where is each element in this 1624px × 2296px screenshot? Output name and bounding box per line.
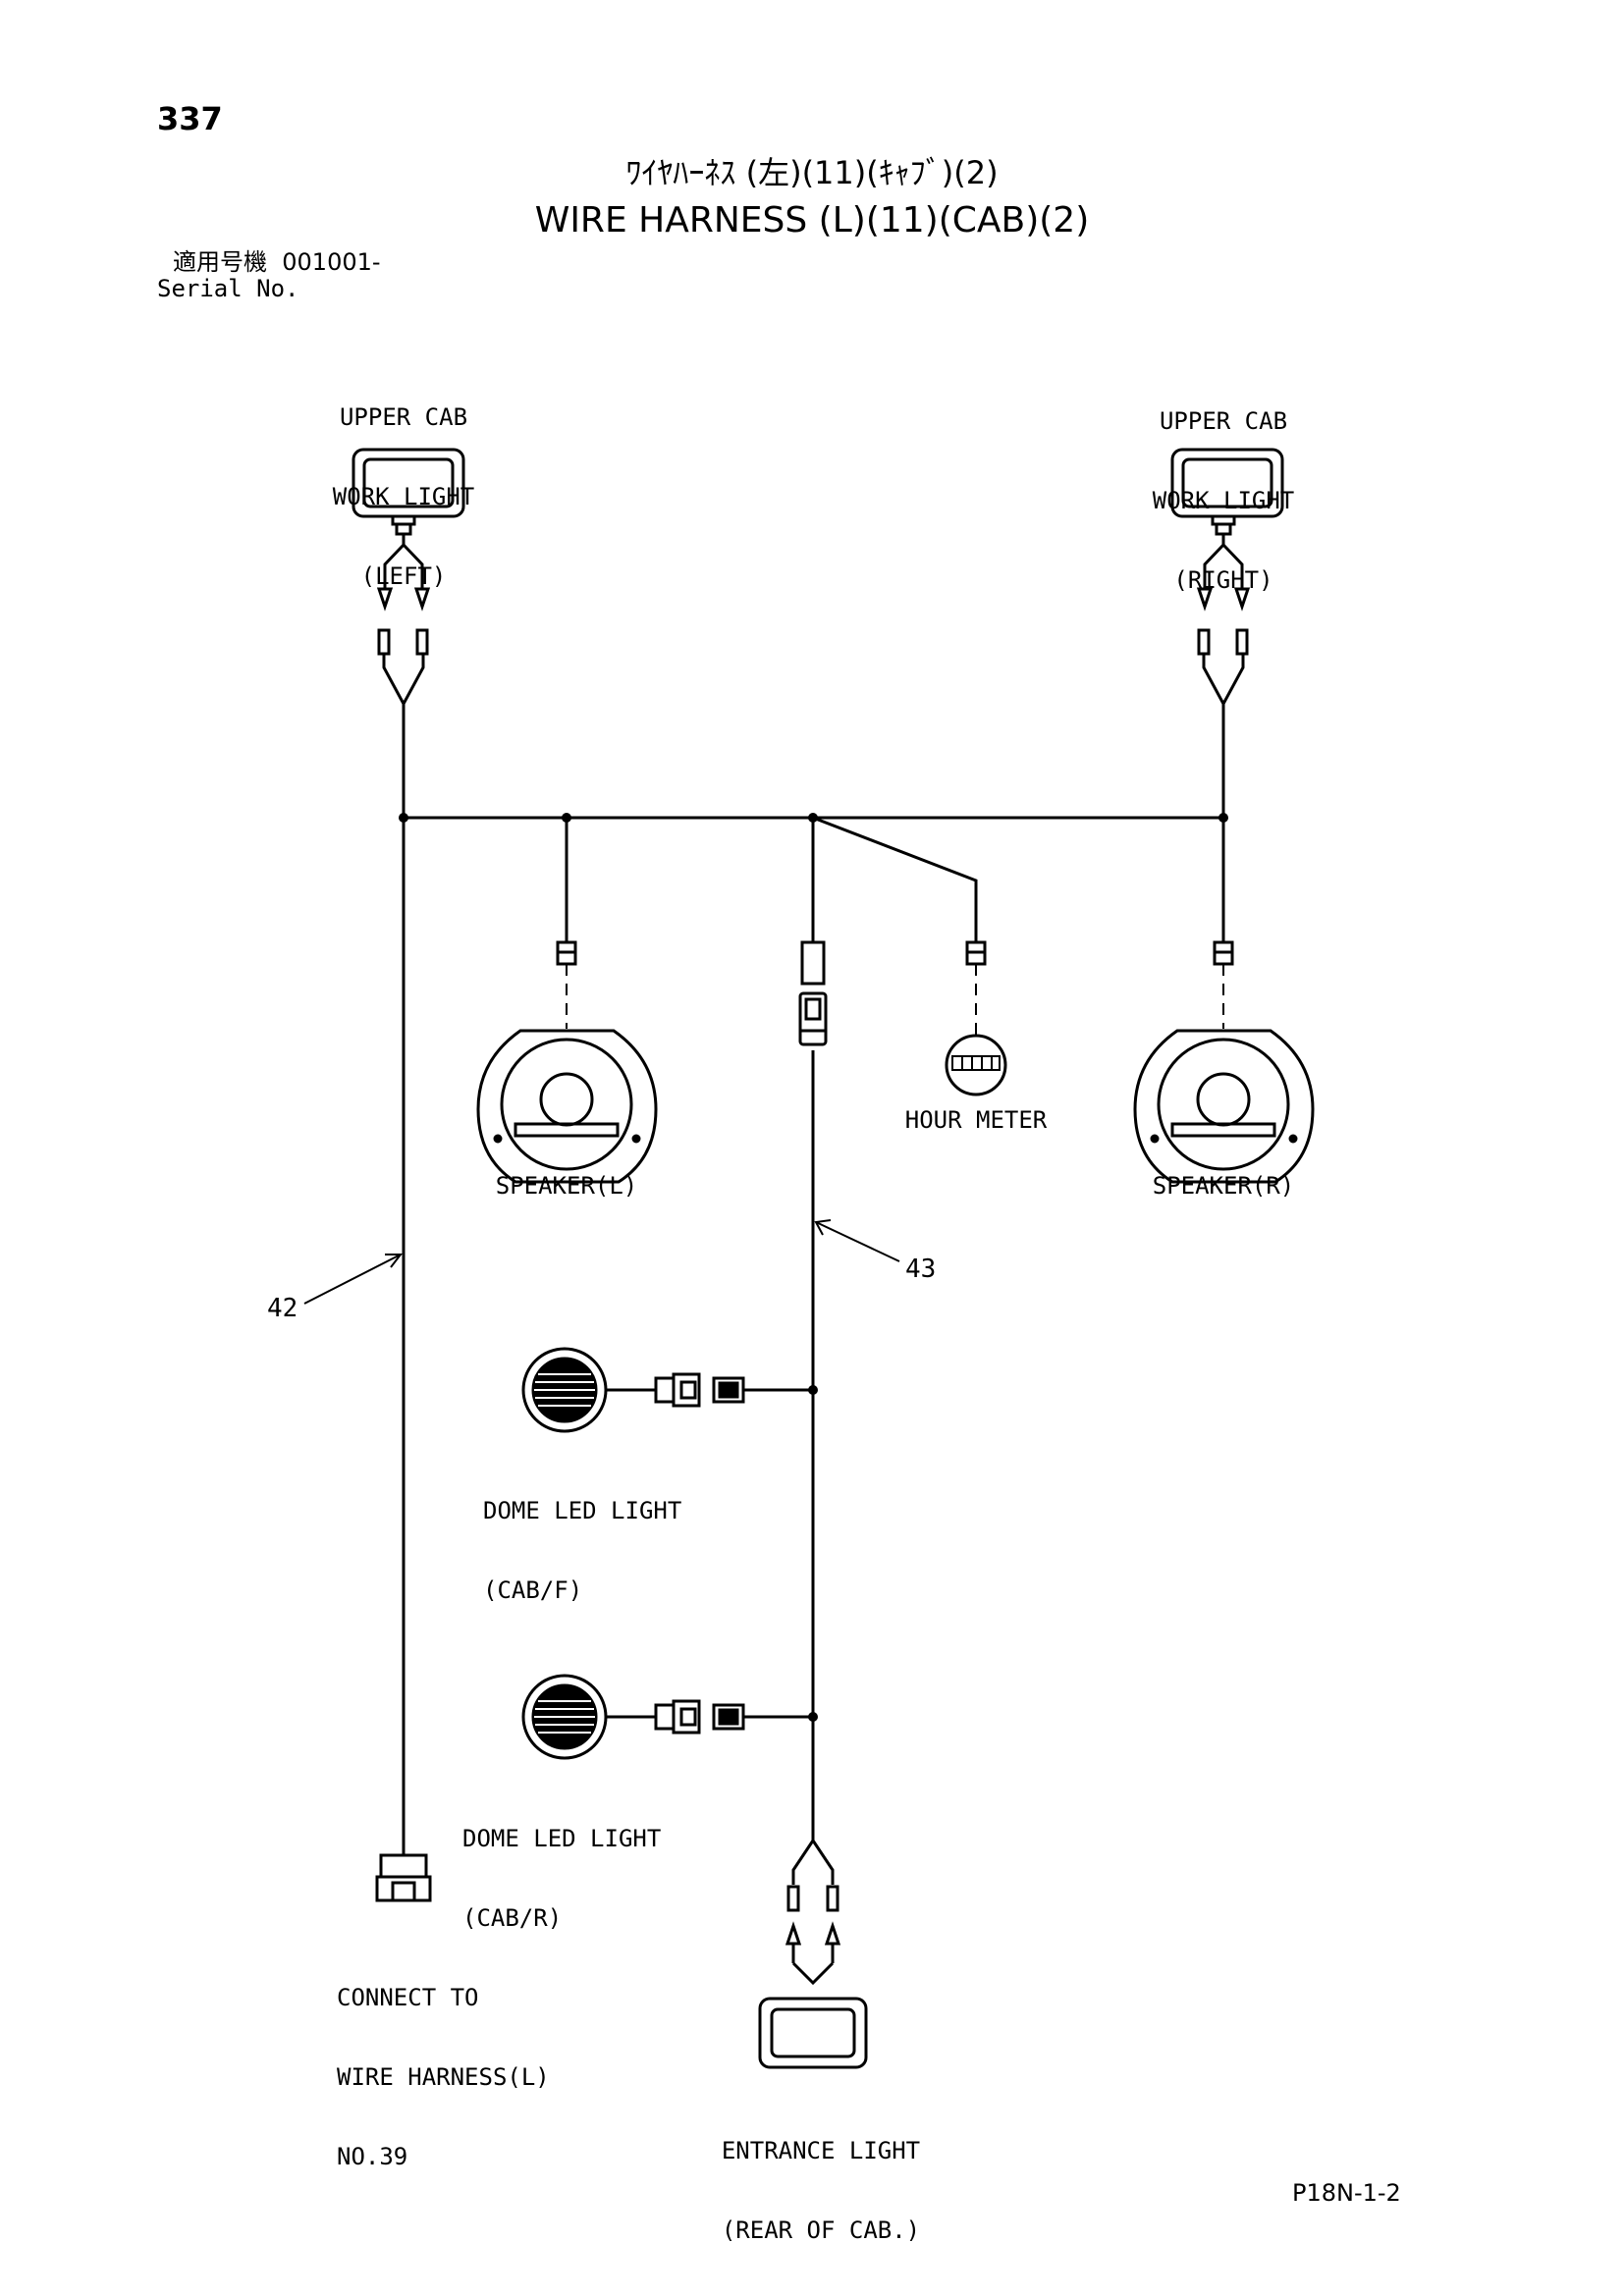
callout-leader-43 bbox=[814, 1219, 900, 1262]
callout-43: 43 bbox=[905, 1255, 937, 1284]
hour-meter-branch bbox=[812, 816, 978, 942]
callout-42: 42 bbox=[267, 1294, 298, 1323]
label-work-light-right: UPPER CAB WORK LIGHT (RIGHT) bbox=[1125, 355, 1322, 620]
junction-dot bbox=[562, 813, 571, 823]
junction-dot bbox=[1218, 813, 1228, 823]
title-japanese: ﾜｲﾔﾊｰﾈｽ (左)(11)(ｷｬﾌﾞ)(2) bbox=[625, 154, 999, 191]
label-line: (LEFT) bbox=[360, 562, 447, 590]
connect-to-harness-symbol bbox=[375, 1853, 432, 1902]
label-line: ENTRANCE LIGHT bbox=[721, 2137, 921, 2164]
label-work-light-left: UPPER CAB WORK LIGHT (LEFT) bbox=[305, 351, 502, 616]
document-code: P18N-1-2 bbox=[1292, 2179, 1401, 2207]
serial-label-en: Serial No. bbox=[157, 275, 299, 302]
label-line: NO.39 bbox=[337, 2143, 408, 2170]
serial-label-jp-text: 適用号機 bbox=[173, 248, 267, 276]
serial-label-jp: 適用号機 001001- bbox=[173, 250, 381, 274]
speaker-right-symbol bbox=[1133, 940, 1315, 1184]
junction-dot bbox=[399, 813, 408, 823]
label-line: (RIGHT) bbox=[1173, 566, 1273, 594]
label-line: WORK LIGHT bbox=[1152, 487, 1295, 514]
work-light-left-symbol bbox=[352, 448, 465, 708]
label-dome-light-rear: DOME LED LIGHT (CAB/R) bbox=[462, 1773, 661, 1958]
title-english: WIRE HARNESS (L)(11)(CAB)(2) bbox=[534, 200, 1090, 240]
label-line: WIRE HARNESS(L) bbox=[337, 2063, 550, 2091]
callout-leader-42 bbox=[303, 1254, 404, 1305]
label-line: (CAB/R) bbox=[462, 1904, 563, 1932]
speaker-left-symbol bbox=[476, 940, 658, 1184]
label-line: DOME LED LIGHT bbox=[462, 1825, 662, 1852]
label-hour-meter: HOUR METER bbox=[904, 1106, 1048, 1134]
label-line: DOME LED LIGHT bbox=[483, 1497, 682, 1524]
label-speaker-left: SPEAKER(L) bbox=[495, 1172, 638, 1200]
label-speaker-right: SPEAKER(R) bbox=[1152, 1172, 1295, 1200]
label-dome-light-front: DOME LED LIGHT (CAB/F) bbox=[483, 1445, 681, 1630]
label-line: CONNECT TO bbox=[337, 1984, 479, 2011]
dome-light-front-symbol bbox=[521, 1347, 813, 1433]
dome-light-rear-symbol bbox=[521, 1674, 813, 1760]
hour-meter-symbol bbox=[945, 940, 1007, 1096]
label-line: WORK LIGHT bbox=[332, 483, 475, 510]
label-line: UPPER CAB bbox=[339, 403, 468, 431]
label-line: (CAB/F) bbox=[483, 1576, 583, 1604]
work-light-right-symbol bbox=[1170, 448, 1284, 708]
serial-value: 001001- bbox=[282, 248, 381, 276]
page-number: 337 bbox=[157, 100, 223, 137]
label-line: UPPER CAB bbox=[1159, 407, 1288, 435]
label-entrance-light: ENTRANCE LIGHT (REAR OF CAB.) bbox=[693, 2085, 948, 2270]
label-connect-to: CONNECT TO WIRE HARNESS(L) NO.39 bbox=[337, 1932, 550, 2197]
junction-dot bbox=[808, 813, 818, 823]
entrance-light-symbol bbox=[758, 1838, 868, 2069]
center-connector-pair bbox=[798, 940, 828, 1046]
label-line: (REAR OF CAB.) bbox=[721, 2216, 921, 2244]
